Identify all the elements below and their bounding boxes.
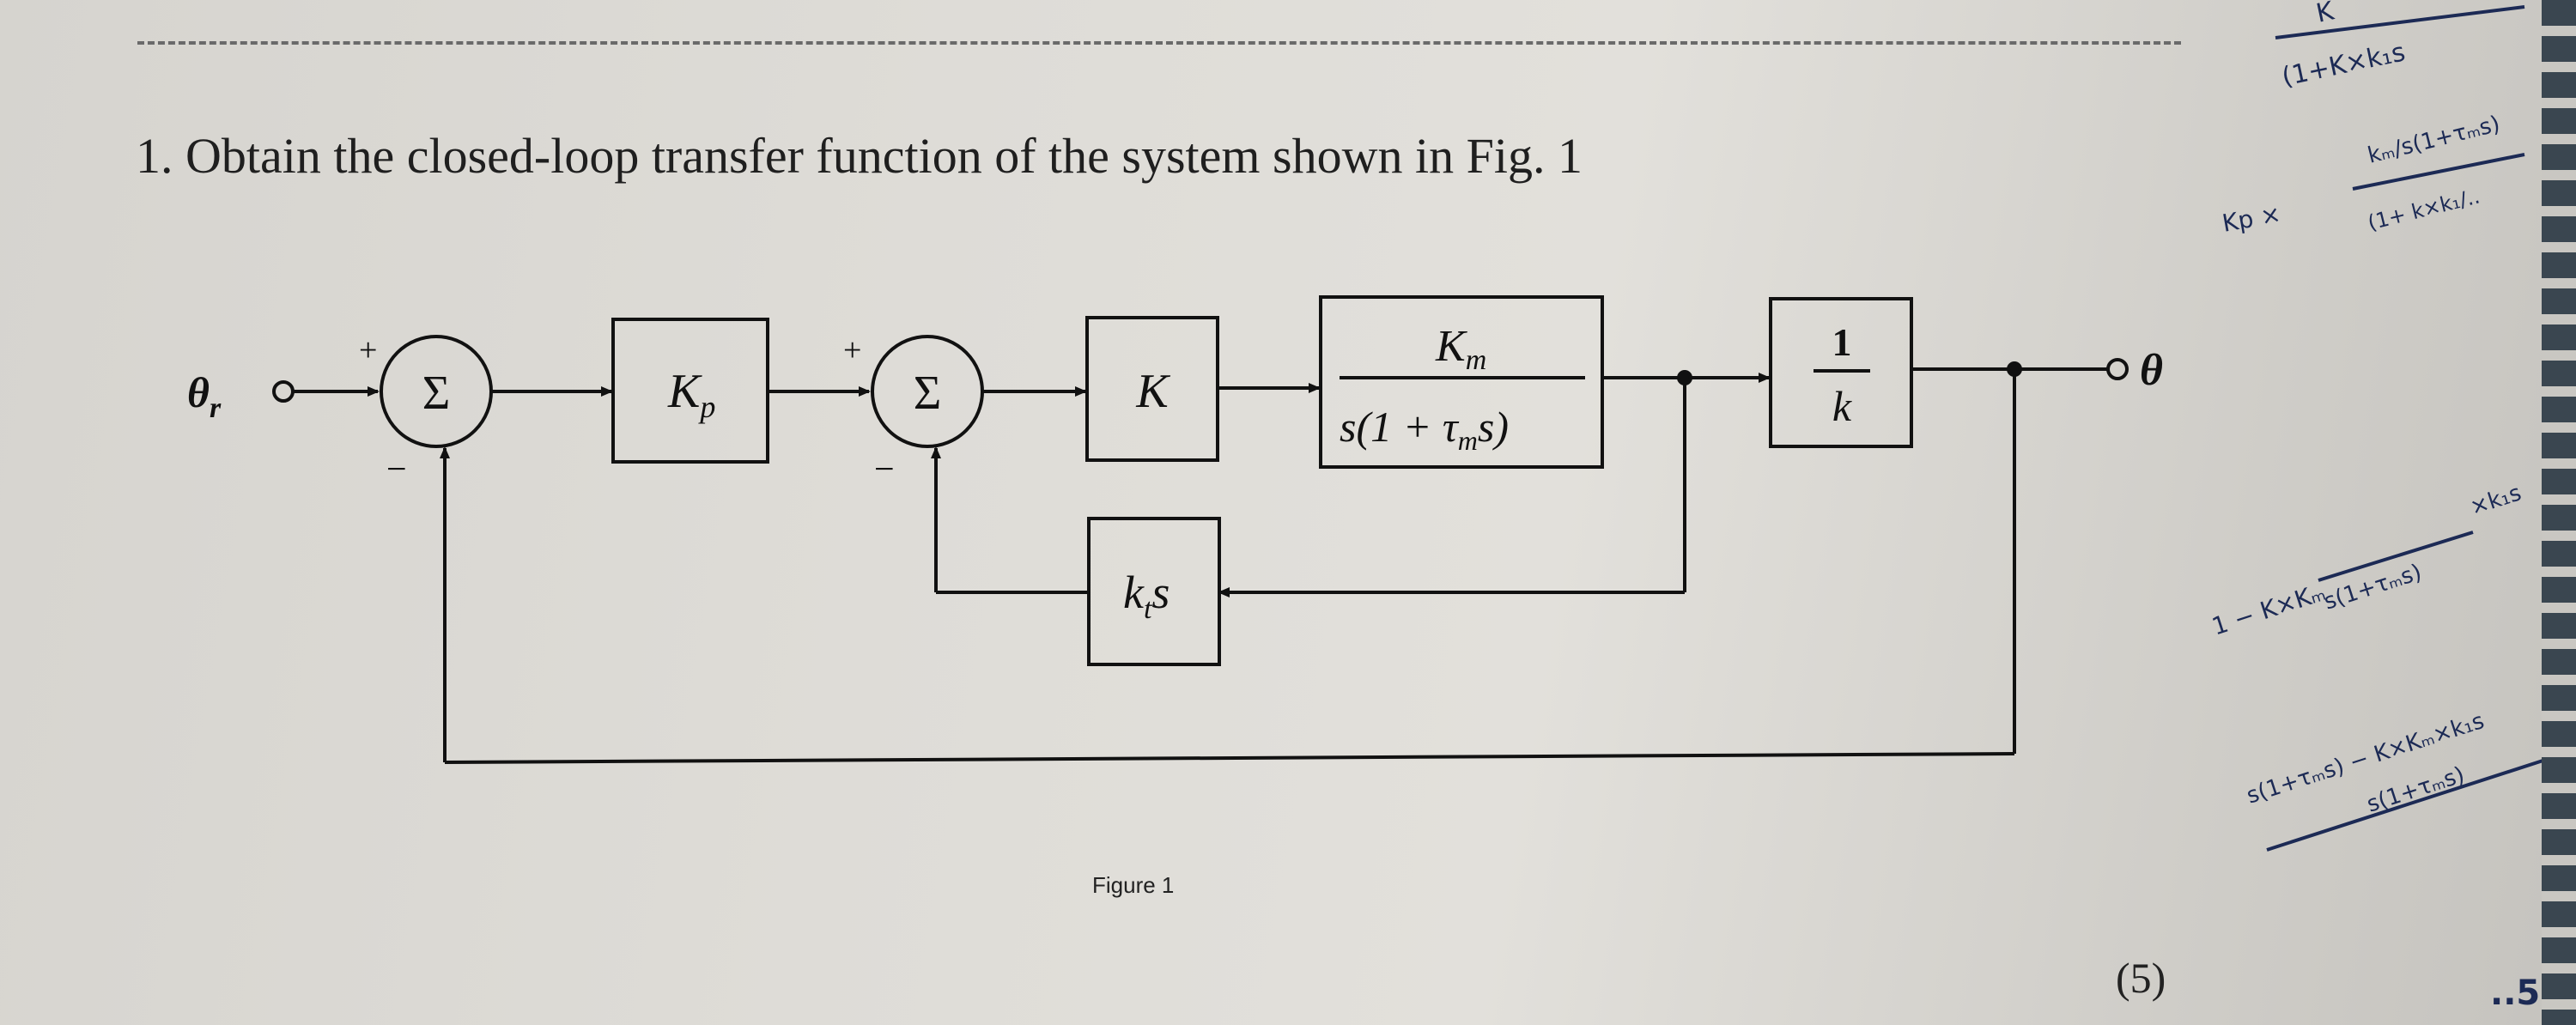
sum1-plus-sign: + [359, 332, 377, 368]
note-mid-2: s(1+τₘs) [2321, 560, 2425, 616]
sum1-minus-sign: − [386, 450, 407, 489]
block-feedback-label: kts [1123, 567, 1170, 625]
question-text: 1. Obtain the closed-loop transfer funct… [136, 128, 1583, 184]
handwritten-notes: K (1+K×k₁s kₘ/s(1+τₘs) Kp × (1+ k×k₁/.. … [2208, 0, 2560, 1013]
gear-denominator: k [1832, 382, 1852, 430]
block-kp-label: Kp [667, 365, 715, 424]
background-edge [2542, 0, 2576, 1025]
note-low-2: s(1+τₘs) [2364, 762, 2468, 818]
note-top-4: Kp × [2220, 200, 2282, 238]
note-top-5: (1+ k×k₁/.. [2366, 184, 2482, 234]
note-top-3: kₘ/s(1+τₘs) [2365, 112, 2502, 169]
gear-numerator: 1 [1832, 320, 1852, 364]
note-top-2: (1+K×k₁s [2279, 37, 2408, 93]
sum2-symbol: Σ [914, 367, 942, 420]
question-marks: (5) [2116, 954, 2166, 1002]
sum2-minus-sign: − [874, 450, 895, 489]
output-label: θ [2140, 346, 2163, 395]
note-mid-1: 1 − K×Kₘ [2208, 578, 2329, 641]
motor-denominator: s(1 + τms) [1340, 403, 1509, 456]
motor-numerator: Km [1435, 322, 1486, 376]
block-k-label: K [1135, 365, 1170, 418]
input-terminal [272, 380, 295, 403]
sum2-plus-sign: + [843, 332, 861, 368]
block-motor [1319, 295, 1604, 469]
block-gear [1769, 297, 1913, 448]
note-mid-3: ×k₁s [2467, 480, 2524, 520]
sum1-symbol: Σ [422, 367, 451, 420]
figure-caption: Figure 1 [1092, 872, 1175, 898]
output-terminal [2106, 358, 2129, 380]
note-corner: ..5 [2490, 973, 2540, 1013]
input-label: θr [187, 368, 222, 424]
dashed-separator [137, 41, 2181, 45]
signal-outer-feedback-bottom [444, 752, 2015, 764]
note-top-1: K [2313, 0, 2337, 29]
